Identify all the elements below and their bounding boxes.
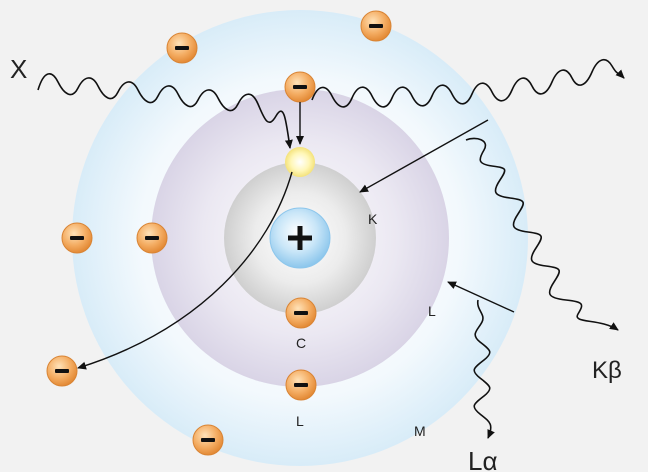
electron xyxy=(360,10,392,42)
electron xyxy=(166,32,198,64)
electron-c-label: C xyxy=(296,335,306,351)
k-shell-vacancy xyxy=(285,147,315,177)
electron xyxy=(284,71,316,103)
electron xyxy=(192,424,224,456)
l-alpha-label: Lα xyxy=(468,446,498,472)
incoming-xray-label: X xyxy=(10,54,27,84)
k-beta-label: Kβ xyxy=(592,357,622,384)
shell-l-label: L xyxy=(428,303,436,319)
electron-l-label: L xyxy=(296,413,304,429)
ejection-arrow xyxy=(77,171,293,370)
electron xyxy=(136,222,168,254)
incoming-xray-wave xyxy=(37,73,293,149)
shell-m-label: M xyxy=(414,423,426,439)
k-transition-arrow xyxy=(359,119,489,193)
electron xyxy=(285,369,317,401)
shell-k-label: K xyxy=(368,211,378,227)
nucleus xyxy=(269,207,331,269)
electron xyxy=(285,297,317,329)
scattered-wave xyxy=(311,59,625,108)
l-alpha-wave xyxy=(473,299,495,439)
l-transition-arrow xyxy=(447,281,515,313)
k-beta-wave xyxy=(465,137,619,331)
electron xyxy=(61,222,93,254)
ejected-electron xyxy=(46,355,78,387)
